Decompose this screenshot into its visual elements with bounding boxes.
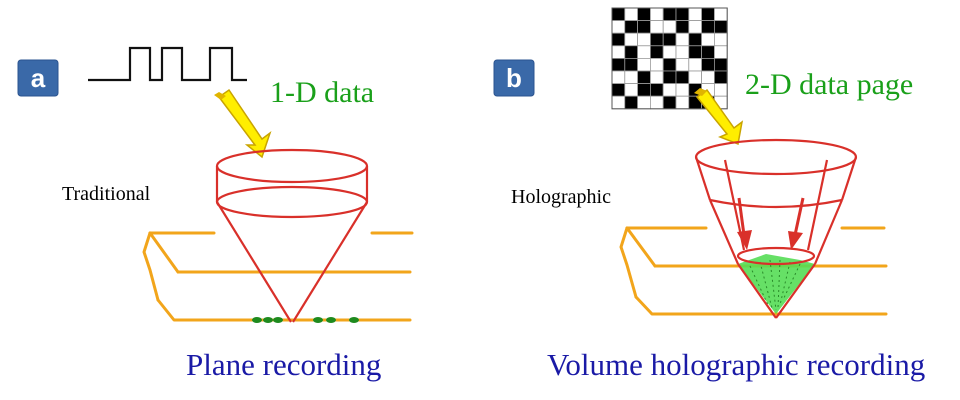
badge-a-label: a — [31, 63, 46, 93]
data-page-cell — [637, 32, 651, 47]
recorded-bits — [252, 317, 359, 323]
arrow-icon — [694, 88, 744, 146]
data-page-cell — [650, 45, 664, 59]
data-page-cell — [637, 20, 651, 34]
data-page-cell — [650, 58, 664, 72]
data-page-cell — [624, 58, 638, 72]
plane-recording-caption: Plane recording — [186, 347, 381, 382]
data-page-cell — [611, 95, 626, 110]
data-page-cell — [611, 45, 626, 59]
data-page-cell — [662, 32, 677, 47]
data-page-cell — [688, 45, 702, 59]
arrow-icon — [214, 88, 272, 159]
data-page-cell — [714, 7, 728, 22]
data-page-cell — [650, 7, 664, 22]
fringe-pattern — [749, 259, 801, 311]
data-page-cell — [624, 45, 638, 59]
data-page-cell — [701, 45, 715, 59]
data-page-cell — [701, 32, 715, 47]
traditional-label: Traditional — [62, 183, 151, 205]
data-page-cell — [688, 7, 702, 22]
data-page-cell — [611, 58, 626, 72]
one-d-data-label: 1-D data — [270, 76, 374, 109]
data-page-cell — [637, 83, 651, 97]
data-page-cell — [701, 58, 715, 72]
data-page-border — [611, 7, 728, 110]
data-page-cell — [611, 83, 626, 97]
badge-b: b — [493, 59, 535, 97]
data-page-cell — [688, 70, 702, 85]
data-page-cell — [714, 83, 728, 97]
disc-layers-a — [142, 231, 414, 322]
data-page-cell — [637, 95, 651, 110]
data-page-cell — [688, 58, 702, 72]
data-page-cell — [701, 70, 715, 85]
cone-icon — [694, 138, 858, 319]
data-page-cell — [611, 20, 626, 34]
holographic-label: Holographic — [511, 186, 611, 208]
data-page-cell — [624, 95, 638, 110]
data-page-cell — [688, 20, 702, 34]
data-page-cell — [714, 32, 728, 47]
data-page-cell — [650, 32, 664, 47]
data-page-cell — [650, 20, 664, 34]
cone-icon — [215, 148, 369, 323]
data-page-cell — [624, 20, 638, 34]
data-page-cell — [624, 70, 638, 85]
data-page-cell — [675, 83, 690, 97]
badge-b-label: b — [506, 63, 522, 93]
data-page-cell — [611, 32, 626, 47]
data-page-cell — [701, 7, 715, 22]
data-page-cell — [637, 7, 651, 22]
data-page-cell — [714, 70, 728, 85]
two-d-data-page-label: 2-D data page — [745, 68, 913, 101]
data-page-cell — [675, 20, 690, 34]
panel-a: a 1-D data Traditional — [17, 46, 414, 382]
data-page-cell — [662, 83, 677, 97]
data-page-cell — [714, 58, 728, 72]
data-page-cell — [701, 20, 715, 34]
data-page-cell — [675, 7, 690, 22]
data-page-cell — [662, 45, 677, 59]
data-page-cell — [650, 95, 664, 110]
data-page-cell — [662, 20, 677, 34]
data-page-cell — [675, 95, 690, 110]
data-page-cell — [650, 70, 664, 85]
data-page-cell — [624, 32, 638, 47]
panel-b: b 2-D data page Holographic — [493, 7, 925, 382]
data-page-cell — [688, 32, 702, 47]
badge-a: a — [17, 59, 59, 97]
data-page-cell — [662, 7, 677, 22]
data-page-cell — [611, 7, 626, 22]
data-page-cell — [662, 70, 677, 85]
data-page-cell — [624, 7, 638, 22]
data-page-cell — [714, 20, 728, 34]
checkerboard-icon — [611, 7, 728, 110]
beam-arrows — [737, 197, 805, 250]
data-page-cell — [624, 83, 638, 97]
hologram-volume — [738, 254, 815, 314]
volume-holographic-recording-caption: Volume holographic recording — [547, 347, 925, 382]
data-page-cell — [611, 70, 626, 85]
square-wave-icon — [88, 46, 247, 82]
data-page-cell — [675, 58, 690, 72]
data-page-cell — [637, 70, 651, 85]
data-page-cell — [675, 70, 690, 85]
data-page-cell — [662, 95, 677, 110]
data-page-cell — [637, 45, 651, 59]
data-page-cell — [662, 58, 677, 72]
data-page-cell — [637, 58, 651, 72]
data-page-cell — [714, 45, 728, 59]
data-page-cell — [675, 45, 690, 59]
data-page-cell — [650, 83, 664, 97]
data-page-cell — [675, 32, 690, 47]
